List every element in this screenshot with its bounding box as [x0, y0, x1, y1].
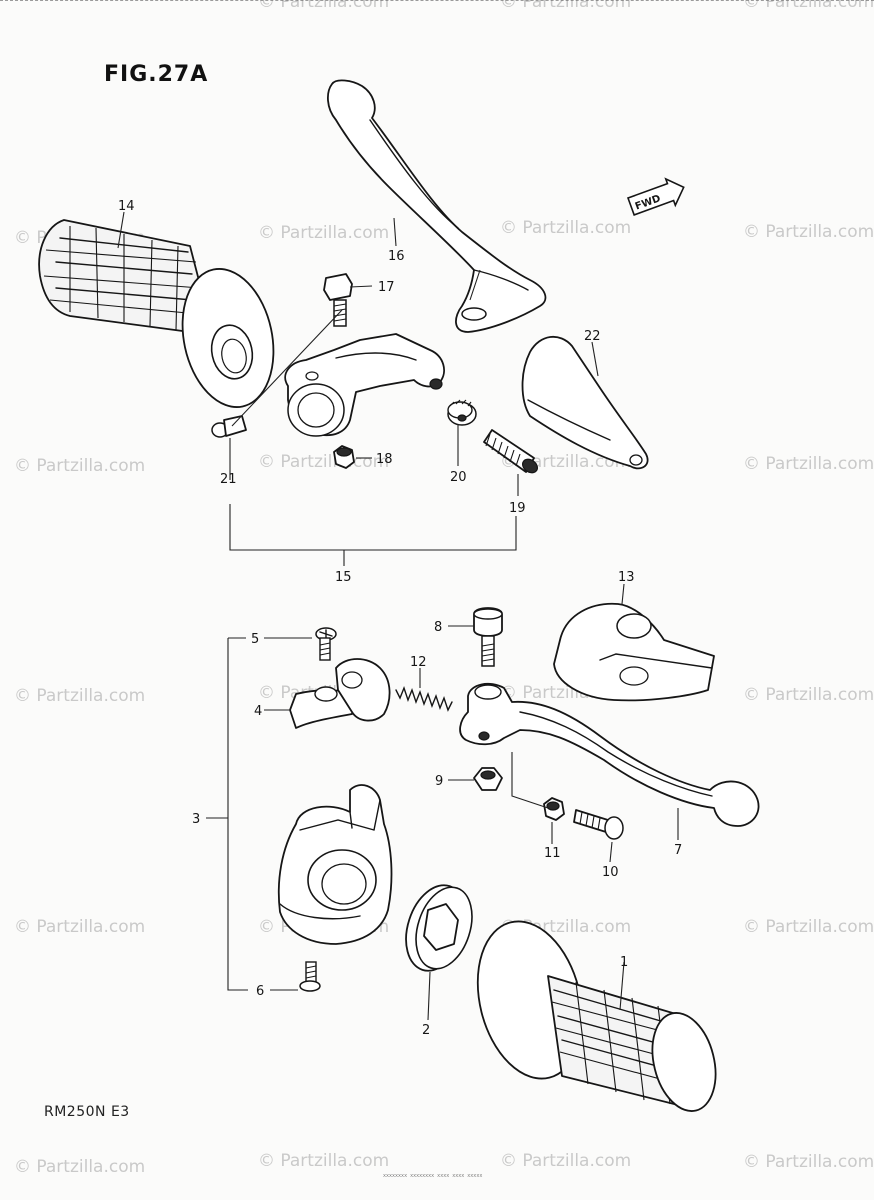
watermark: © Partzilla.com — [743, 454, 874, 474]
watermark: © Partzilla.com — [743, 0, 874, 12]
callout-numbers: 14 16 17 22 18 21 20 19 15 13 5 8 12 4 9… — [118, 199, 682, 1038]
part-10-bolt — [573, 809, 624, 840]
part-22-lever-cover — [521, 336, 649, 470]
watermark: © Partzilla.com — [258, 223, 390, 243]
model-code: RM250N E3 — [44, 1104, 130, 1120]
watermark: © Partzilla.com — [14, 917, 146, 937]
callout-21: 21 — [220, 472, 237, 487]
watermark: © Partzilla.com — [258, 452, 390, 472]
figure-title: FIG.27A — [104, 62, 209, 87]
watermark: © Partzilla.com — [743, 222, 874, 242]
callout-19: 19 — [509, 501, 526, 516]
watermark: © Partzilla.com — [14, 1157, 146, 1177]
callout-8: 8 — [434, 620, 442, 635]
callout-6: 6 — [256, 984, 264, 999]
callout-13: 13 — [618, 570, 635, 585]
watermark: © Partzilla.com — [743, 1152, 874, 1172]
callout-1: 1 — [620, 955, 628, 970]
part-4-clamp-plate — [289, 658, 391, 729]
callout-4: 4 — [254, 704, 262, 719]
callout-9: 9 — [435, 774, 443, 789]
callout-22: 22 — [584, 329, 601, 344]
callout-2: 2 — [422, 1023, 430, 1038]
part-8-pivot-bolt — [473, 607, 503, 667]
part-21-screw — [211, 415, 247, 438]
callout-10: 10 — [602, 865, 619, 880]
part-13-lever-cover — [553, 602, 715, 702]
watermark: © Partzilla.com — [14, 456, 146, 476]
part-16-lever-upper — [327, 79, 547, 333]
part-14-grip-left — [38, 219, 275, 408]
callout-14: 14 — [118, 199, 135, 214]
callout-18: 18 — [376, 452, 393, 467]
part-2-ring — [405, 884, 473, 972]
callout-3: 3 — [192, 812, 200, 827]
part-11-nut — [543, 797, 565, 821]
callout-11: 11 — [544, 846, 561, 861]
watermark: © Partzilla.com — [743, 917, 874, 937]
watermark: © Partzilla.com — [500, 218, 632, 238]
part-19-adjuster-bolt — [483, 429, 539, 474]
part-20-adjuster-nut — [447, 399, 477, 426]
watermark: © Partzilla.com — [258, 0, 390, 12]
footer-fine-print: xxxxxxxx xxxxxxxx xxxx xxxx xxxxx — [383, 1173, 483, 1179]
part-9-nut — [473, 767, 503, 791]
callout-7: 7 — [674, 843, 682, 858]
watermark: © Partzilla.com — [500, 0, 632, 12]
part-18-nut — [333, 445, 355, 469]
part-7-lever-lower — [459, 682, 760, 827]
part-3-holder-housing — [277, 784, 393, 945]
part-1-grip-right — [476, 920, 717, 1112]
lower-leader-lines — [206, 583, 679, 1021]
watermark: © Partzilla.com — [14, 686, 146, 706]
watermark: © Partzilla.com — [743, 685, 874, 705]
callout-16: 16 — [388, 249, 405, 264]
part-15-lever-holder — [284, 333, 445, 437]
part-6-screw — [299, 961, 321, 992]
part-12-spring — [395, 685, 453, 712]
callout-5: 5 — [251, 632, 259, 647]
fwd-arrow-icon: FWD — [626, 177, 685, 216]
watermark: © Partzilla.com — [500, 1151, 632, 1171]
callout-12: 12 — [410, 655, 427, 670]
callout-15: 15 — [335, 570, 352, 585]
watermark: © Partzilla.com — [258, 1151, 390, 1171]
part-17-bolt — [323, 273, 353, 327]
callout-17: 17 — [378, 280, 395, 295]
upper-leader-lines — [117, 211, 599, 566]
callout-20: 20 — [450, 470, 467, 485]
part-5-screw — [315, 627, 337, 661]
